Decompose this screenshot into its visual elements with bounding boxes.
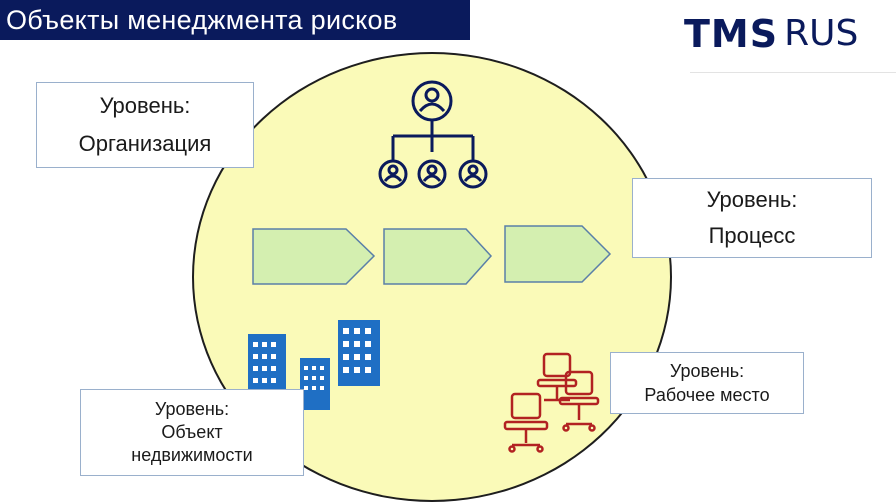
- process-arrows: [252, 225, 612, 285]
- page-title: Объекты менеджмента рисков: [0, 0, 470, 40]
- level-organization-box: Уровень: Организация: [36, 82, 254, 168]
- org-chart-icon: [378, 80, 488, 189]
- level-workplace-name: Рабочее место: [644, 385, 770, 405]
- process-arrow-2: [383, 228, 493, 285]
- level-real-estate-name-2: недвижимости: [131, 445, 253, 465]
- level-real-estate-name-1: Объект: [161, 422, 223, 442]
- level-real-estate-label: Уровень:: [154, 399, 230, 419]
- level-organization-name: Организация: [78, 131, 212, 156]
- level-process-label: Уровень:: [706, 187, 798, 212]
- header-divider: [690, 72, 896, 73]
- office-chair-icon: [503, 352, 600, 453]
- level-workplace-box: Уровень: Рабочее место: [610, 352, 804, 414]
- logo-rus: RUS: [784, 13, 859, 54]
- level-real-estate-box: Уровень: Объект недвижимости: [80, 389, 304, 476]
- level-process-name: Процесс: [708, 223, 796, 248]
- tms-rus-logo: TMS RUS: [684, 12, 858, 56]
- level-organization-label: Уровень:: [99, 93, 191, 118]
- process-arrow-3: [504, 225, 612, 283]
- logo-tms: TMS: [684, 12, 779, 56]
- level-process-box: Уровень: Процесс: [632, 178, 872, 258]
- level-workplace-label: Уровень:: [669, 361, 745, 381]
- process-arrow-1: [252, 228, 376, 285]
